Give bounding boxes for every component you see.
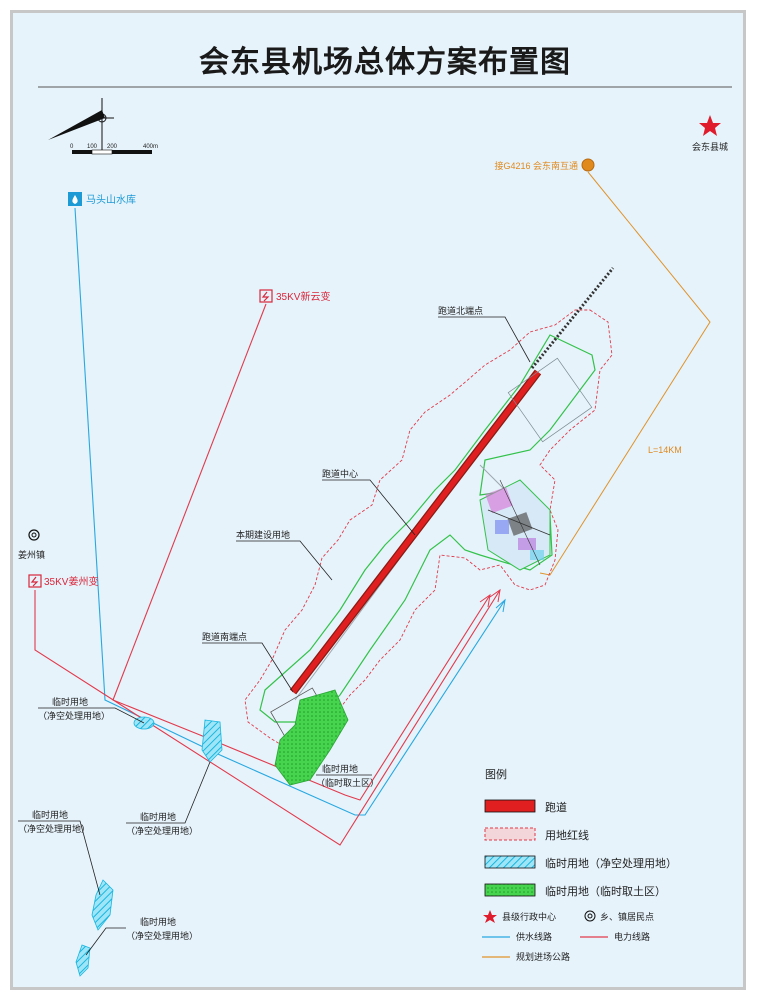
substation-jiangzhou-icon bbox=[28, 574, 42, 588]
runway-north-end-label: 跑道北端点 bbox=[438, 305, 483, 316]
town-jiangzhou-icon bbox=[28, 529, 40, 541]
temp-land-label: 临时用地 bbox=[32, 809, 68, 820]
power-line-jiangzhou bbox=[34, 589, 501, 846]
borrow-area-label: （临时取土区） bbox=[316, 777, 379, 788]
legend-star-icon bbox=[483, 910, 497, 923]
temp-land-label: 临时用地 bbox=[140, 811, 176, 822]
legend-swatch-runway bbox=[484, 799, 536, 813]
leader-line bbox=[438, 316, 531, 363]
leader-line bbox=[18, 820, 101, 896]
clearance-land-label: （净空处理用地） bbox=[18, 823, 90, 834]
substation-xinyun-icon bbox=[259, 289, 273, 303]
clearance-area-3 bbox=[91, 879, 114, 931]
legend-label: 用地红线 bbox=[545, 828, 589, 842]
interchange-label: 接G4216 会东南互通 bbox=[494, 160, 578, 171]
legend-label: 临时用地（临时取土区） bbox=[545, 884, 666, 898]
scale-label: 200 bbox=[107, 144, 118, 150]
clearance-land-label: （净空处理用地） bbox=[38, 710, 110, 721]
water-arrow-icon bbox=[495, 598, 506, 613]
power-arrow-icon bbox=[489, 588, 501, 603]
legend-swatch-redline bbox=[484, 827, 536, 841]
leader-line bbox=[322, 479, 416, 536]
clearance-area-2 bbox=[201, 719, 223, 763]
legend-label: 临时用地（净空处理用地） bbox=[545, 856, 677, 870]
runway-north-area bbox=[507, 357, 593, 443]
power-arrow-icon bbox=[479, 593, 491, 608]
leader-line bbox=[202, 642, 294, 693]
legend-swatch-borrow bbox=[484, 883, 536, 897]
substation-jiangzhou-label: 35KV姜州变 bbox=[44, 575, 98, 588]
temp-borrow-area bbox=[274, 689, 349, 786]
map-title: 会东县机场总体方案布置图 bbox=[199, 45, 571, 79]
leader-line bbox=[38, 707, 145, 724]
legend-label: 跑道 bbox=[545, 800, 567, 814]
scale-label: 400m bbox=[143, 144, 158, 150]
legend-road-label: 规划进场公路 bbox=[516, 951, 570, 962]
scale-bar: 0 100 200 400m bbox=[70, 144, 158, 155]
leader-line bbox=[126, 761, 211, 824]
town-jiangzhou-label: 姜州镇 bbox=[18, 549, 45, 560]
water-supply-line bbox=[74, 207, 506, 816]
construction-land-boundary bbox=[259, 334, 596, 723]
north-arrow-icon bbox=[48, 98, 114, 150]
reservoir-water-drop-icon bbox=[68, 192, 82, 206]
scale-label: 0 bbox=[70, 144, 74, 150]
county-city-label: 会东县城 bbox=[692, 141, 728, 152]
legend-town-settlement: 乡、镇居民点 bbox=[600, 911, 654, 922]
construction-land-label: 本期建设用地 bbox=[236, 529, 290, 540]
runway bbox=[290, 370, 541, 694]
clearance-land-label: （净空处理用地） bbox=[126, 930, 198, 941]
legend-town-icon bbox=[587, 913, 593, 919]
leader-line bbox=[236, 540, 333, 581]
terminal-area bbox=[479, 479, 551, 571]
county-city-star-icon bbox=[699, 115, 721, 136]
approach-light-line bbox=[530, 267, 615, 369]
runway-center-label: 跑道中心 bbox=[322, 468, 358, 479]
runway-south-end-label: 跑道南端点 bbox=[202, 631, 247, 642]
leader-line bbox=[85, 927, 126, 956]
interchange-marker-icon bbox=[581, 158, 595, 172]
scale-label: 100 bbox=[87, 144, 98, 150]
road-distance-label: L=14KM bbox=[648, 445, 682, 455]
legend-title: 图例 bbox=[485, 767, 507, 781]
temp-land-label: 临时用地 bbox=[322, 763, 358, 774]
temp-land-label: 临时用地 bbox=[52, 696, 88, 707]
temp-land-label: 临时用地 bbox=[140, 916, 176, 927]
legend-water-label: 供水线路 bbox=[516, 931, 552, 942]
airport-layout-map: 会东县机场总体方案布置图 0 100 200 400m 会东县城 接G4216 … bbox=[18, 45, 732, 977]
reservoir-label: 马头山水库 bbox=[86, 193, 136, 206]
power-line-xinyun bbox=[112, 303, 491, 801]
clearance-land-label: （净空处理用地） bbox=[126, 825, 198, 836]
clearance-area-4 bbox=[75, 944, 91, 977]
substation-xinyun-label: 35KV新云变 bbox=[276, 290, 330, 303]
map-frame bbox=[10, 10, 746, 990]
access-road-line bbox=[539, 171, 711, 576]
town-jiangzhou-icon bbox=[31, 532, 37, 538]
legend-town-icon bbox=[584, 910, 596, 922]
legend-swatch-clearance bbox=[484, 855, 536, 869]
legend: 图例 跑道 用地红线 临时用地（净空处理用地） 临时用地（临时取土区） 县级行政… bbox=[482, 767, 677, 962]
legend-county-center: 县级行政中心 bbox=[502, 911, 556, 922]
legend-power-label: 电力线路 bbox=[614, 931, 650, 942]
